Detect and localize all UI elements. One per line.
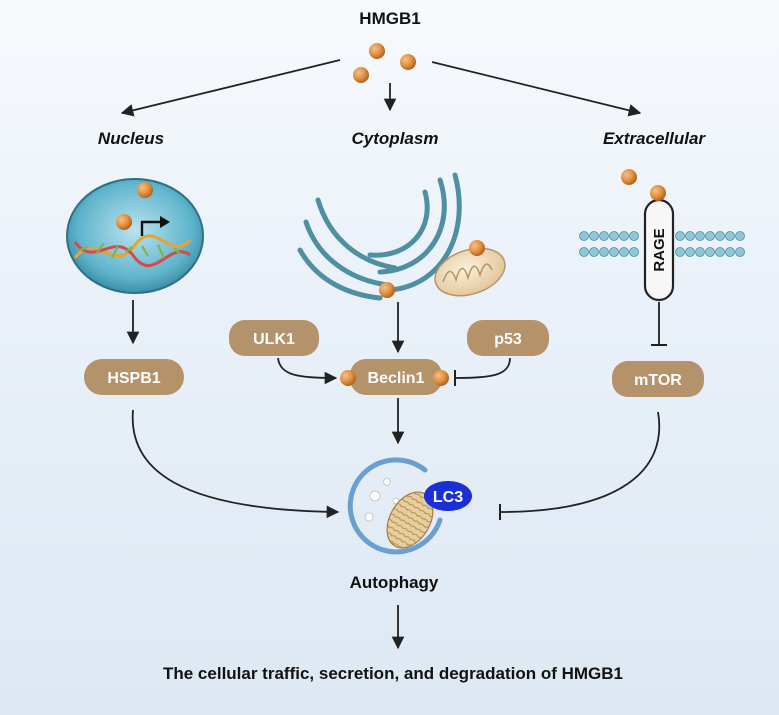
label-extracellular: Extracellular [603,129,706,148]
autophagosome [347,457,443,555]
inhibit-p53-to-beclin1 [454,357,511,379]
cytoplasm-hmgb1 [379,282,395,298]
rage-receptor: RAGE [621,169,675,302]
beclin1-label: Beclin1 [368,370,425,387]
er-illustration [297,172,462,301]
autophagy-label: Autophagy [350,573,439,592]
cell-membrane [579,231,745,257]
mitochondrion-illustration [434,240,506,297]
arrow-ulk1-to-beclin1 [277,357,338,385]
ulk1-label: ULK1 [253,331,295,348]
p53-label: p53 [494,331,522,348]
arrow-to-extracellular [431,61,642,117]
p53-node: p53 [467,320,549,356]
hmgb1-title: HMGB1 [359,9,420,28]
hmgb1-molecules [353,43,416,83]
hspb1-node: HSPB1 [84,359,184,395]
lc3-node: LC3 [424,481,472,511]
ulk1-node: ULK1 [229,320,319,356]
lc3-label: LC3 [433,489,463,506]
nucleus-illustration [66,178,204,294]
label-nucleus: Nucleus [98,129,164,148]
mtor-node: mTOR [612,361,704,397]
mtor-label: mTOR [634,372,682,389]
arrow-to-nucleus [120,59,341,117]
inhibit-mtor-to-autophagy [499,411,661,513]
hspb1-label: HSPB1 [107,370,160,387]
label-cytoplasm: Cytoplasm [352,129,439,148]
arrow-hspb1-to-autophagy [131,409,340,519]
outcome-label: The cellular traffic, secretion, and deg… [163,664,623,683]
rage-label: RAGE [651,228,668,271]
beclin1-node: Beclin1 [340,359,449,395]
